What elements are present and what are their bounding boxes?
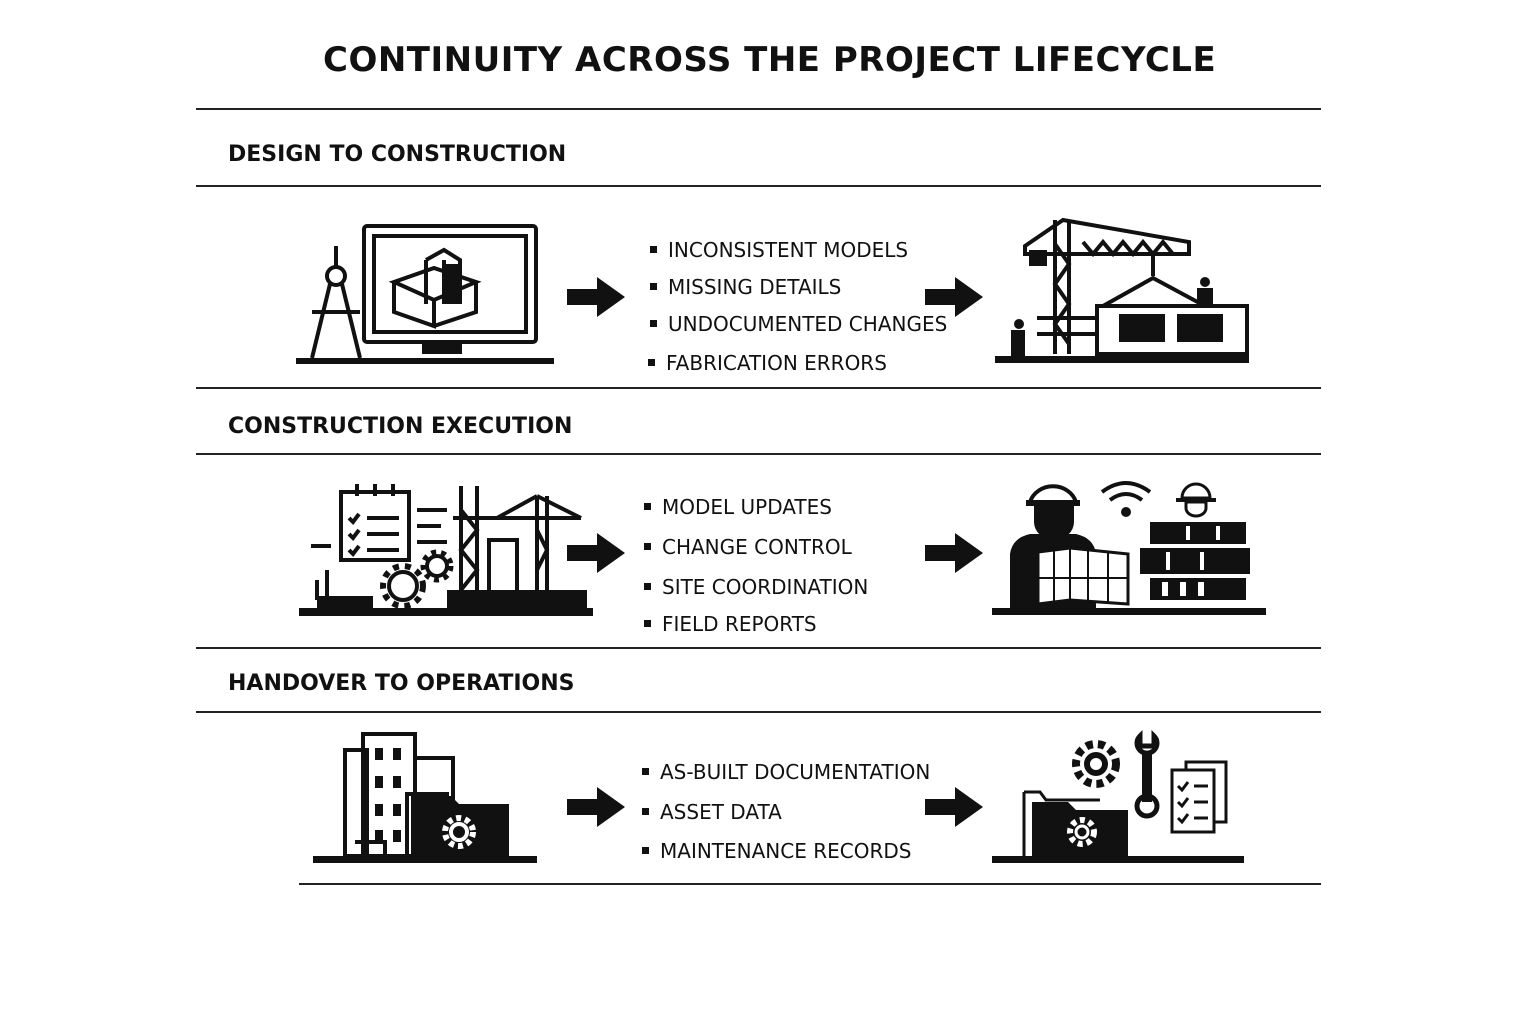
divider	[196, 647, 1321, 649]
worker-plans-wifi-icon	[992, 481, 1266, 615]
section-heading-construction: CONSTRUCTION EXECUTION	[228, 414, 573, 439]
bullet-item: CHANGE CONTROL	[644, 535, 852, 559]
divider	[196, 387, 1321, 389]
bullet-item: FIELD REPORTS	[644, 612, 817, 636]
bullet-item: INCONSISTENT MODELS	[650, 238, 908, 262]
divider	[196, 108, 1321, 110]
arrow-right-icon	[567, 277, 625, 317]
building-folder-gear-icon	[313, 732, 537, 863]
design-drawing-computer-icon	[296, 224, 554, 364]
arrow-right-icon	[925, 787, 983, 827]
bullet-item: MISSING DETAILS	[650, 275, 841, 299]
bullet-item: MAINTENANCE RECORDS	[642, 839, 911, 863]
bullet-item: UNDOCUMENTED CHANGES	[650, 312, 947, 336]
page-title: CONTINUITY ACROSS THE PROJECT LIFECYCLE	[323, 40, 1217, 80]
divider	[196, 185, 1321, 187]
construction-crane-site-icon	[995, 217, 1249, 363]
divider	[196, 711, 1321, 713]
arrow-right-icon	[567, 533, 625, 573]
maintenance-folder-checklist-icon	[992, 730, 1244, 863]
arrow-right-icon	[567, 787, 625, 827]
arrow-right-icon	[925, 533, 983, 573]
divider	[196, 453, 1321, 455]
bullet-item: MODEL UPDATES	[644, 495, 832, 519]
divider	[299, 883, 1321, 885]
section-heading-handover: HANDOVER TO OPERATIONS	[228, 671, 575, 696]
bullet-item: SITE COORDINATION	[644, 575, 868, 599]
arrow-right-icon	[925, 277, 983, 317]
bullet-item: FABRICATION ERRORS	[648, 351, 887, 375]
bullet-item: ASSET DATA	[642, 800, 782, 824]
schedule-gears-cranes-icon	[299, 484, 593, 616]
section-heading-design: DESIGN TO CONSTRUCTION	[228, 142, 567, 167]
bullet-item: AS-BUILT DOCUMENTATION	[642, 760, 930, 784]
